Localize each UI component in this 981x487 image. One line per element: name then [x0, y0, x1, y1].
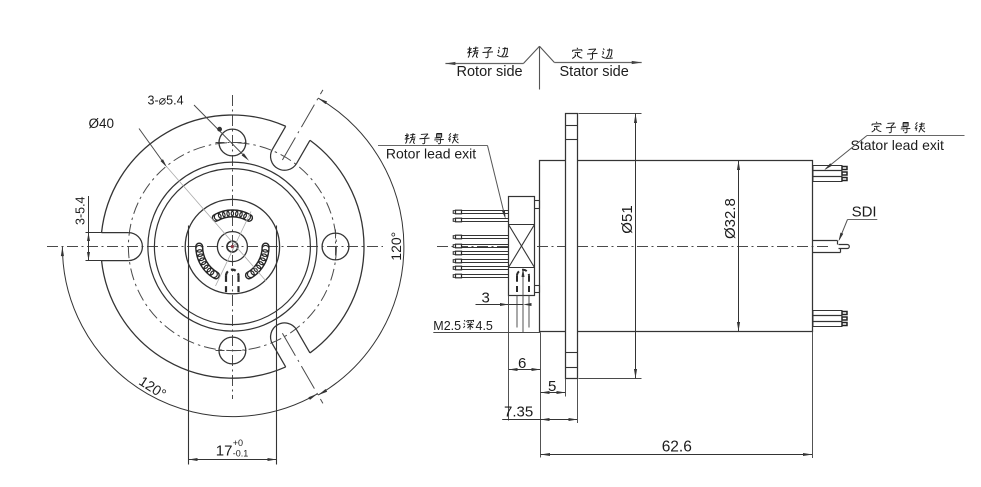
svg-text:5: 5: [548, 378, 556, 395]
svg-text:+0: +0: [233, 438, 243, 448]
svg-text:62.6: 62.6: [662, 439, 692, 456]
svg-text:17: 17: [216, 443, 233, 460]
svg-text:Rotor side: Rotor side: [457, 64, 523, 80]
svg-text:Stator side: Stator side: [560, 64, 629, 80]
svg-text:Ø40: Ø40: [89, 116, 115, 131]
svg-text:3-5.4: 3-5.4: [74, 196, 88, 225]
svg-text:Ø32.8: Ø32.8: [722, 198, 739, 239]
svg-text:Rotor lead exit: Rotor lead exit: [386, 146, 476, 162]
svg-text:-0.1: -0.1: [233, 449, 249, 459]
svg-text:3-⌀5.4: 3-⌀5.4: [148, 94, 184, 108]
svg-text:SDI: SDI: [852, 204, 877, 221]
svg-text:3: 3: [482, 290, 490, 307]
svg-text:120°: 120°: [388, 232, 404, 261]
svg-text:Stator lead exit: Stator lead exit: [851, 137, 944, 153]
svg-text:6: 6: [518, 355, 526, 372]
svg-text:M2.5: M2.5: [433, 319, 461, 333]
svg-text:7.35: 7.35: [504, 404, 533, 421]
svg-text:Ø51: Ø51: [619, 205, 636, 233]
svg-text:4.5: 4.5: [476, 319, 493, 333]
